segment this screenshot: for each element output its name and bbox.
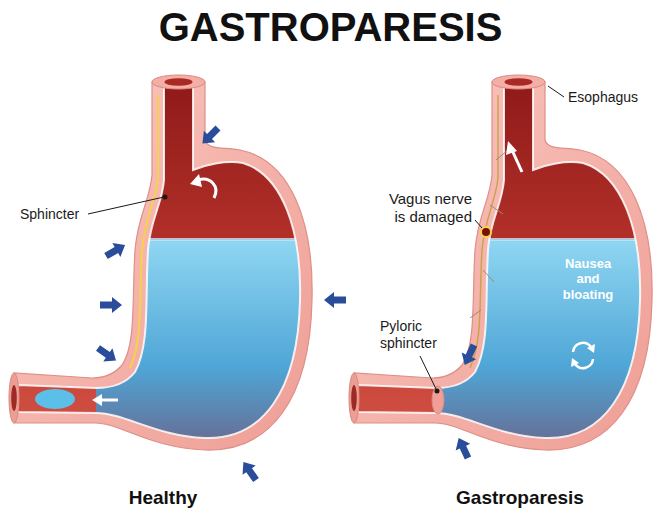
label-box: Healthy [63,487,263,509]
nerve-branch [470,150,508,318]
flow-arrow [100,399,118,402]
leader-dot [163,195,168,200]
pressure-arrow [100,297,122,313]
symptom-label: Nausea and bloating [555,256,621,302]
label-box: Esophagus [568,89,663,106]
vagus-nerve [470,95,498,368]
part-label: Sphincter [20,206,86,223]
flow-arrow-head [190,174,202,187]
part-label: Pyloric sphincter [380,318,460,351]
label-box: Pyloric sphincter [380,318,460,351]
pressure-arrow [237,457,263,484]
leader-dot [435,389,440,394]
label-box: Vagus nerve is damaged [382,190,472,225]
caption-label: Gastroparesis [420,487,620,509]
caption-label: Healthy [63,487,263,509]
leader-line [420,356,436,389]
leader-line [475,220,482,228]
gastroparesis-stomach [340,60,669,480]
callout-label: Vagus nerve is damaged [382,190,472,225]
pressure-arrow [324,292,346,308]
closed-pylorus [432,386,444,414]
leader-line [88,197,164,214]
title: GASTROPARESIS [0,4,665,51]
churn-head [587,344,595,353]
part-label: Esophagus [568,89,663,106]
reflux-arrow-head [506,141,517,155]
leader-line [548,86,564,97]
pressure-arrow [457,342,481,369]
churn-icon [571,343,595,368]
food-bolus [35,389,75,409]
label-box: Sphincter [20,206,86,223]
label-box: Nausea and bloating [555,256,621,302]
flow-arrow-head [92,394,102,406]
reflux-arrow [512,150,522,172]
pressure-arrow [102,238,129,263]
pressure-arrow [197,122,224,149]
vagus-nerve [130,95,158,368]
pressure-arrow [93,341,120,367]
title-box: GASTROPARESIS [0,4,665,51]
churn-head [571,358,579,367]
nerve-damage [481,227,491,237]
pressure-arrow [451,435,475,462]
label-box: Gastroparesis [420,487,620,509]
healthy-stomach [0,60,330,480]
